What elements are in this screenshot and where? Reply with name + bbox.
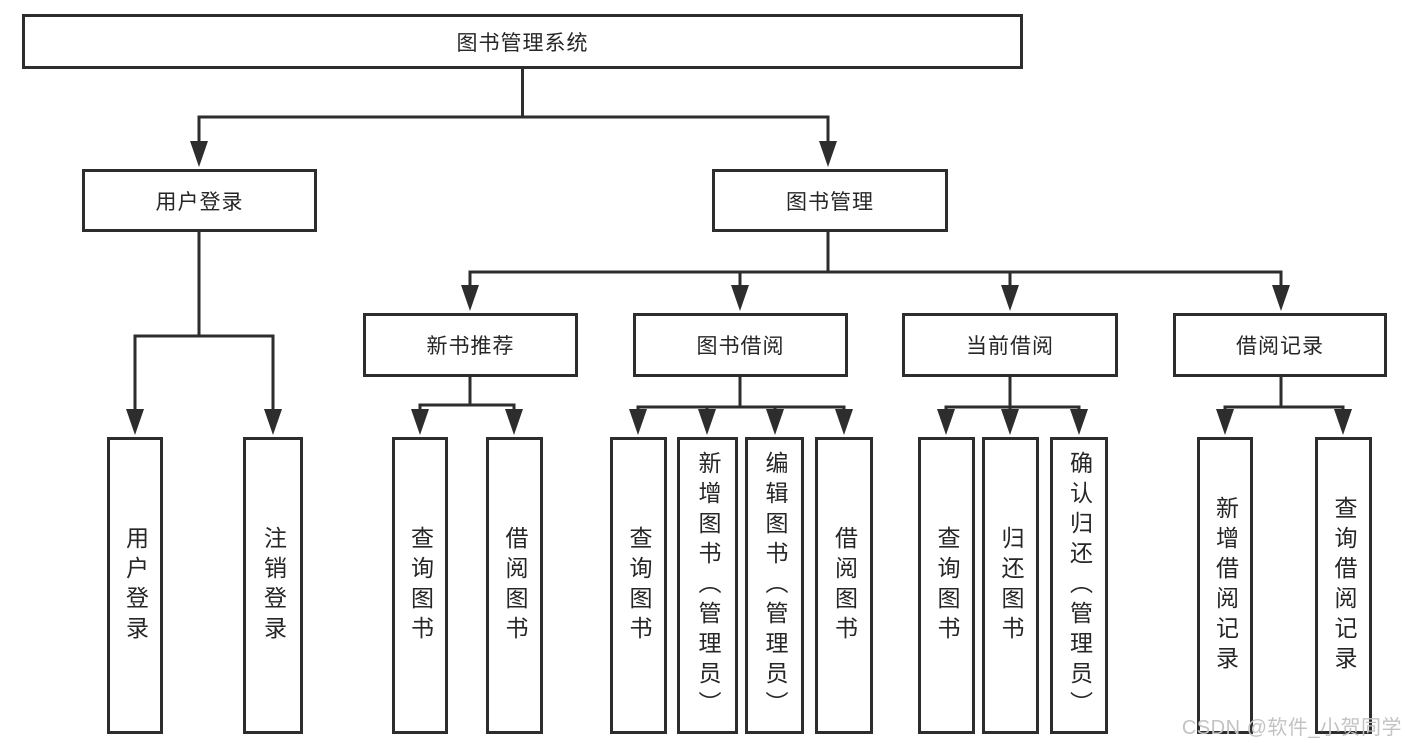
leaf-add-borrow-record: 新增借阅记录 xyxy=(1197,437,1253,734)
leaf-confirm-return-admin-label: 确认归还（管理员） xyxy=(1066,450,1093,721)
leaf-query-books-borrow-label: 查询图书 xyxy=(626,525,652,646)
leaf-user-login: 用户登录 xyxy=(107,437,163,734)
node-book-borrow-label: 图书借阅 xyxy=(696,335,785,358)
leaf-query-books-recommend: 查询图书 xyxy=(392,437,448,734)
leaf-borrow-books-label: 借阅图书 xyxy=(831,525,858,646)
leaf-user-login-label: 用户登录 xyxy=(122,525,149,646)
leaf-edit-books-admin: 编辑图书（管理员） xyxy=(745,437,804,734)
node-new-book-recommend: 新书推荐 xyxy=(363,313,578,377)
leaf-edit-books-admin-label: 编辑图书（管理员） xyxy=(762,450,788,721)
leaf-add-borrow-record-label: 新增借阅记录 xyxy=(1212,495,1239,676)
node-root: 图书管理系统 xyxy=(22,14,1023,69)
node-borrow-records-label: 借阅记录 xyxy=(1236,335,1324,358)
node-book-borrow: 图书借阅 xyxy=(633,313,848,377)
leaf-confirm-return-admin: 确认归还（管理员） xyxy=(1050,437,1108,734)
node-root-label: 图书管理系统 xyxy=(456,31,589,55)
leaf-return-books: 归还图书 xyxy=(982,437,1039,734)
node-current-borrow-label: 当前借阅 xyxy=(966,335,1054,358)
leaf-logout-label: 注销登录 xyxy=(260,525,287,646)
leaf-query-borrow-record-label: 查询借阅记录 xyxy=(1331,495,1357,676)
node-new-book-recommend-label: 新书推荐 xyxy=(426,335,515,358)
node-user-login-label: 用户登录 xyxy=(155,190,244,214)
node-current-borrow: 当前借阅 xyxy=(902,313,1118,377)
leaf-add-books-admin-label: 新增图书（管理员） xyxy=(695,450,721,721)
leaf-borrow-books: 借阅图书 xyxy=(815,437,873,734)
leaf-query-books-borrow: 查询图书 xyxy=(610,437,667,734)
node-book-management-label: 图书管理 xyxy=(786,190,874,214)
leaf-add-books-admin: 新增图书（管理员） xyxy=(677,437,738,734)
leaf-query-books-current-label: 查询图书 xyxy=(934,525,960,646)
leaf-query-borrow-record: 查询借阅记录 xyxy=(1315,437,1372,734)
leaf-borrow-books-recommend-label: 借阅图书 xyxy=(502,525,528,646)
node-book-management: 图书管理 xyxy=(712,169,948,232)
csdn-watermark: CSDN @软件_小贺同学 xyxy=(1181,717,1402,739)
leaf-return-books-label: 归还图书 xyxy=(998,525,1024,646)
leaf-logout: 注销登录 xyxy=(243,437,303,734)
leaf-borrow-books-recommend: 借阅图书 xyxy=(486,437,543,734)
leaf-query-books-recommend-label: 查询图书 xyxy=(407,525,434,646)
leaf-query-books-current: 查询图书 xyxy=(918,437,975,734)
node-borrow-records: 借阅记录 xyxy=(1173,313,1387,377)
node-user-login: 用户登录 xyxy=(82,169,317,232)
